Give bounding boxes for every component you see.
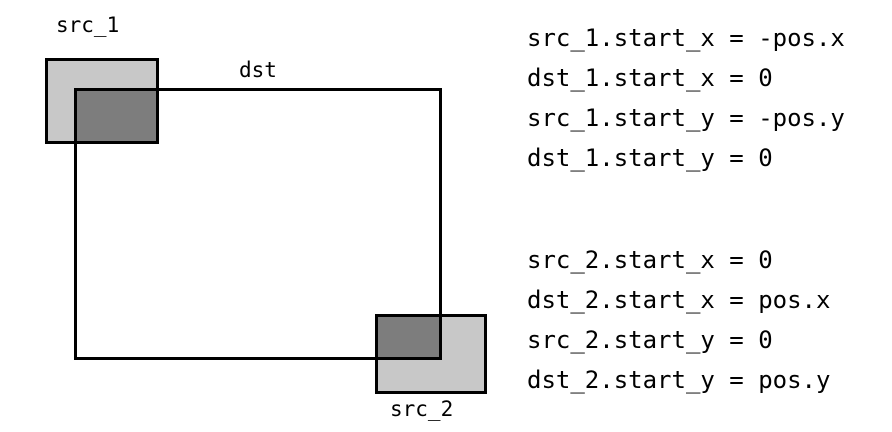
src1-label: src_1 <box>56 13 120 37</box>
src2-label: src_2 <box>390 397 454 421</box>
code-line: src_2.start_y = 0 <box>527 326 773 354</box>
code-line: dst_2.start_x = pos.x <box>527 286 831 314</box>
dst-rect <box>74 88 442 360</box>
src2-dst-overlap-rect <box>375 314 442 360</box>
code-block: src_1.start_x = -pos.x dst_1.start_x = 0… <box>527 18 845 400</box>
blit-diagram: src_1 dst src_2 <box>45 13 487 421</box>
src1-dst-overlap-rect <box>74 88 159 144</box>
code-line: src_1.start_y = -pos.y <box>527 104 845 132</box>
code-line: dst_1.start_y = 0 <box>527 144 773 172</box>
code-line: src_1.start_x = -pos.x <box>527 24 845 52</box>
code-line: dst_2.start_y = pos.y <box>527 366 831 394</box>
code-line: dst_1.start_x = 0 <box>527 64 773 92</box>
dst-label: dst <box>239 58 277 82</box>
code-group-gap <box>527 178 845 240</box>
code-line: src_2.start_x = 0 <box>527 246 773 274</box>
